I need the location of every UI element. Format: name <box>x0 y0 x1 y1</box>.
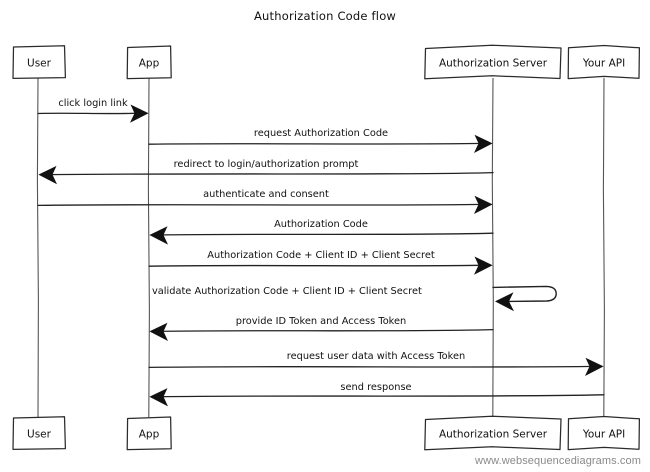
lifeline-auth <box>491 77 494 418</box>
participant-box-bottom-app[interactable]: App <box>126 416 172 451</box>
participant-label-bottom-auth: Authorization Server <box>439 429 548 441</box>
message-9-request-user-data[interactable]: request user data with Access Token <box>148 351 604 376</box>
participant-box-bottom-api[interactable]: Your API <box>567 415 641 451</box>
participant-box-auth[interactable]: Authorization Server <box>424 44 562 80</box>
participant-box-app[interactable]: App <box>126 45 172 80</box>
message-label-1: click login link <box>58 98 128 109</box>
lifeline-api <box>602 77 605 418</box>
lifelines <box>36 77 605 418</box>
participant-label-app: App <box>139 58 160 70</box>
participant-label-api: Your API <box>582 58 625 70</box>
message-label-9: request user data with Access Token <box>287 351 465 362</box>
message-5-authorization-code[interactable]: Authorization Code <box>149 219 494 245</box>
participant-box-user[interactable]: User <box>12 45 67 80</box>
message-label-5: Authorization Code <box>274 219 368 230</box>
message-label-8: provide ID Token and Access Token <box>236 316 407 327</box>
message-label-7: validate Authorization Code + Client ID … <box>152 286 422 297</box>
participant-label-bottom-user: User <box>27 429 52 441</box>
participant-label-user: User <box>27 58 52 70</box>
message-7-validate-self-loop[interactable]: validate Authorization Code + Client ID … <box>152 285 557 312</box>
participant-label-auth: Authorization Server <box>439 58 548 70</box>
message-10-send-response[interactable]: send response <box>149 382 605 407</box>
participant-box-api[interactable]: Your API <box>567 44 641 80</box>
message-4-authenticate-and-consent[interactable]: authenticate and consent <box>37 189 493 214</box>
participant-label-bottom-api: Your API <box>582 429 625 441</box>
participant-boxes-bottom: User App Authorization Server Your API <box>12 415 641 451</box>
diagram-title: Authorization Code flow <box>254 9 396 23</box>
message-label-10: send response <box>340 382 411 393</box>
message-label-3: redirect to login/authorization prompt <box>174 159 359 170</box>
lifeline-user <box>36 77 39 418</box>
lifeline-app <box>147 77 150 418</box>
message-1-click-login-link[interactable]: click login link <box>37 98 149 123</box>
message-3-redirect-to-login[interactable]: redirect to login/authorization prompt <box>38 159 494 185</box>
message-label-2: request Authorization Code <box>254 128 388 139</box>
participant-box-bottom-user[interactable]: User <box>12 416 67 451</box>
message-6-code-clientid-secret[interactable]: Authorization Code + Client ID + Client … <box>148 250 493 275</box>
message-8-provide-tokens[interactable]: provide ID Token and Access Token <box>149 316 494 341</box>
message-label-6: Authorization Code + Client ID + Client … <box>207 250 435 261</box>
watermark-footer: www.websequencediagrams.com <box>475 455 641 467</box>
participant-box-bottom-auth[interactable]: Authorization Server <box>424 415 562 451</box>
participant-boxes-top: User App Authorization Server Your API <box>12 44 641 80</box>
message-2-request-authorization-code[interactable]: request Authorization Code <box>148 128 493 153</box>
message-label-4: authenticate and consent <box>203 189 329 200</box>
participant-label-bottom-app: App <box>139 429 160 441</box>
